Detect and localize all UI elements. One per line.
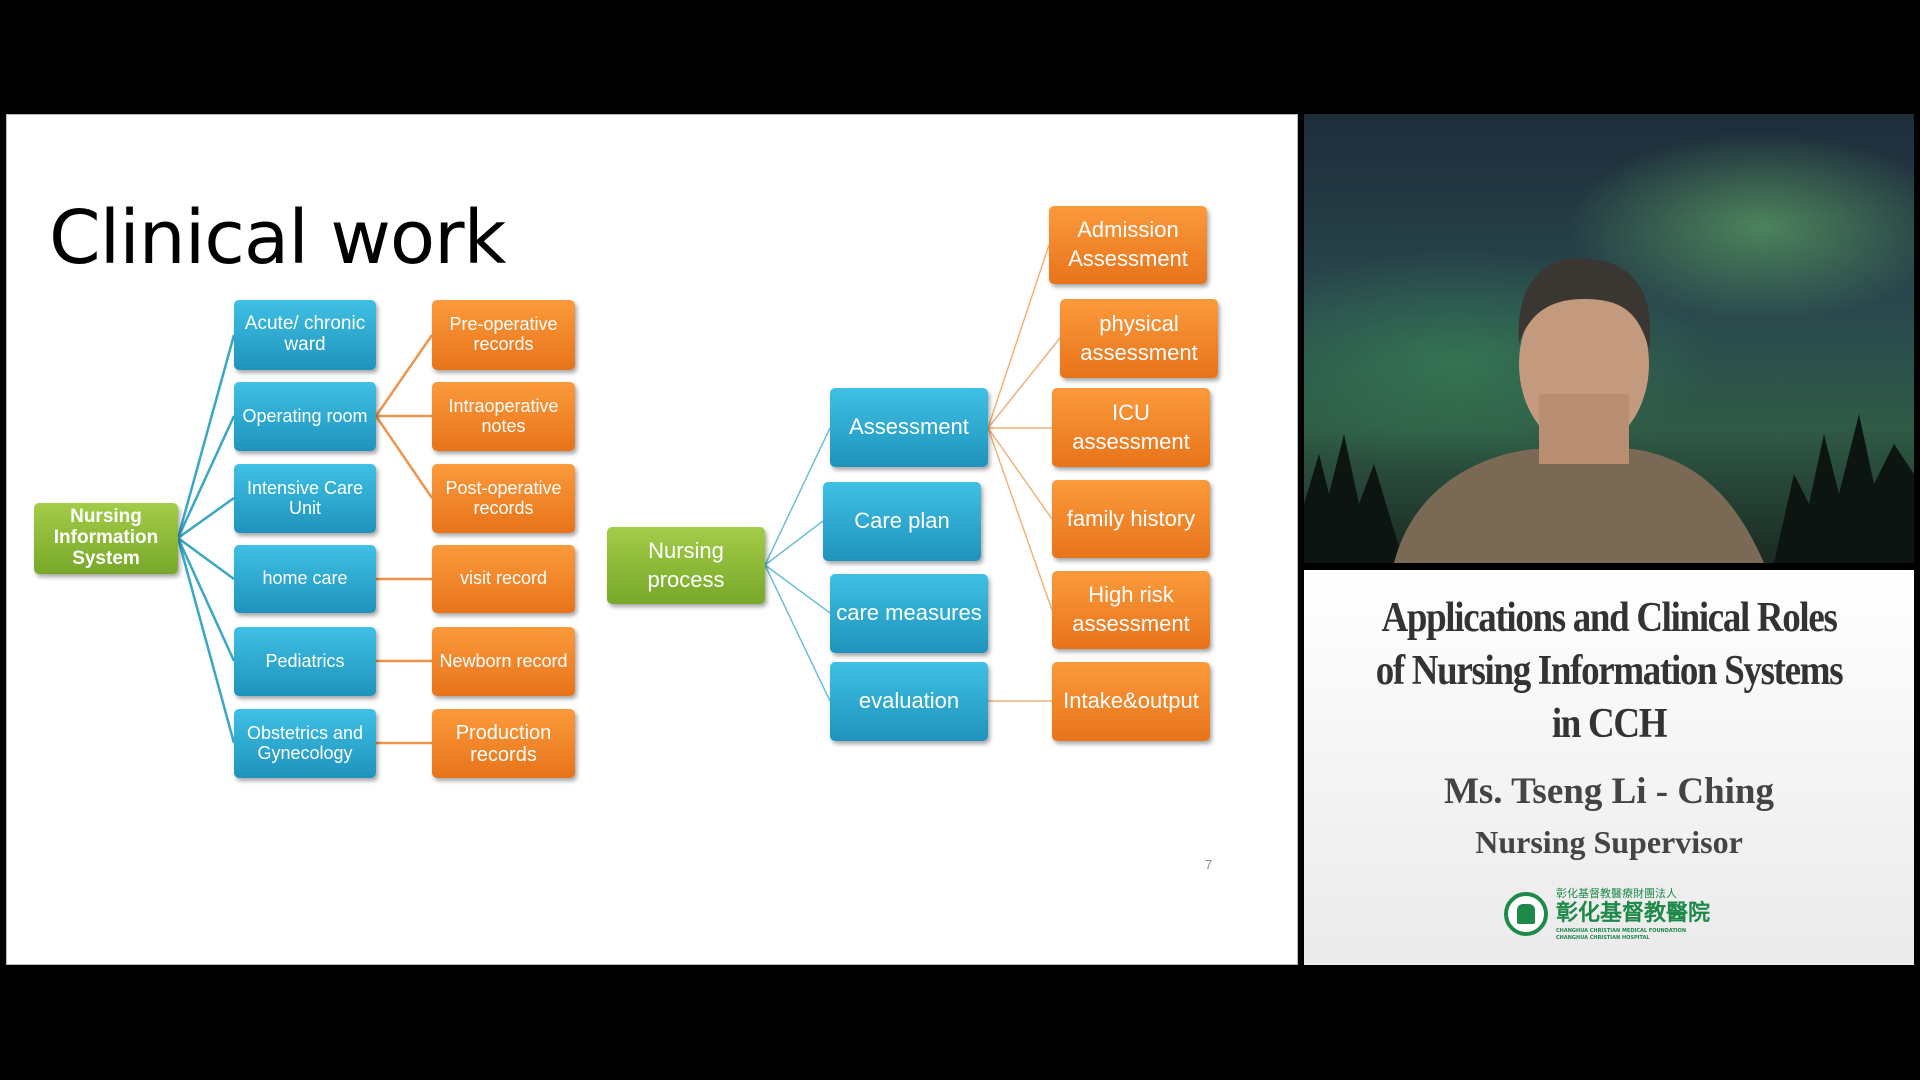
record-node: Post-operative records: [432, 464, 575, 533]
assessment-node: Admission Assessment: [1049, 206, 1207, 284]
nursing-information-system-node: Nursing Information System: [34, 503, 178, 574]
logo-hospital-name: 彰化基督教醫院: [1556, 901, 1711, 926]
record-node: visit record: [432, 545, 575, 613]
department-node: home care: [234, 545, 376, 613]
speaker-video: [1304, 114, 1914, 563]
presentation-info-panel: Applications and Clinical Roles of Nursi…: [1304, 570, 1914, 965]
hospital-logo: 彰化基督教醫療財團法人 彰化基督教醫院 CHANGHUA CHRISTIAN M…: [1504, 888, 1720, 944]
process-step-node: evaluation: [830, 662, 988, 741]
department-node: Obstetrics and Gynecology: [234, 709, 376, 778]
hospital-emblem-icon: [1504, 892, 1548, 936]
nursing-process-node: Nursing process: [607, 527, 765, 604]
talk-title-line: Applications and Clinical Roles: [1381, 595, 1837, 641]
assessment-node: family history: [1052, 480, 1210, 558]
process-step-node: care measures: [830, 574, 988, 653]
department-node: Acute/ chronic ward: [234, 300, 376, 370]
logo-english-line-1: CHANGHUA CHRISTIAN MEDICAL FOUNDATION: [1556, 928, 1687, 934]
assessment-node: physical assessment: [1060, 299, 1218, 378]
logo-english-line-2: CHANGHUA CHRISTIAN HOSPITAL: [1556, 935, 1650, 941]
process-step-node: Care plan: [823, 482, 981, 561]
record-node: Newborn record: [432, 627, 575, 696]
talk-title-line: in CCH: [1551, 701, 1668, 747]
speaker-role: Nursing Supervisor: [1475, 824, 1743, 860]
logo-foundation-text: 彰化基督教醫療財團法人: [1556, 887, 1677, 900]
department-node: Operating room: [234, 382, 376, 451]
assessment-node: ICU assessment: [1052, 388, 1210, 467]
speaker-silhouette: [1304, 258, 1914, 563]
record-node: Production records: [432, 709, 575, 778]
talk-title-line: of Nursing Information Systems: [1375, 648, 1844, 694]
department-node: Pediatrics: [234, 627, 376, 696]
record-node: Pre-operative records: [432, 300, 575, 370]
slide-title: Clinical work: [49, 195, 506, 281]
assessment-node: Intake&output: [1052, 662, 1210, 741]
assessment-node: High risk assessment: [1052, 571, 1210, 649]
page-number: 7: [1205, 857, 1213, 872]
speaker-name: Ms. Tseng Li - Ching: [1443, 771, 1775, 812]
department-node: Intensive Care Unit: [234, 464, 376, 533]
record-node: Intraoperative notes: [432, 382, 575, 451]
process-step-node: Assessment: [830, 388, 988, 467]
